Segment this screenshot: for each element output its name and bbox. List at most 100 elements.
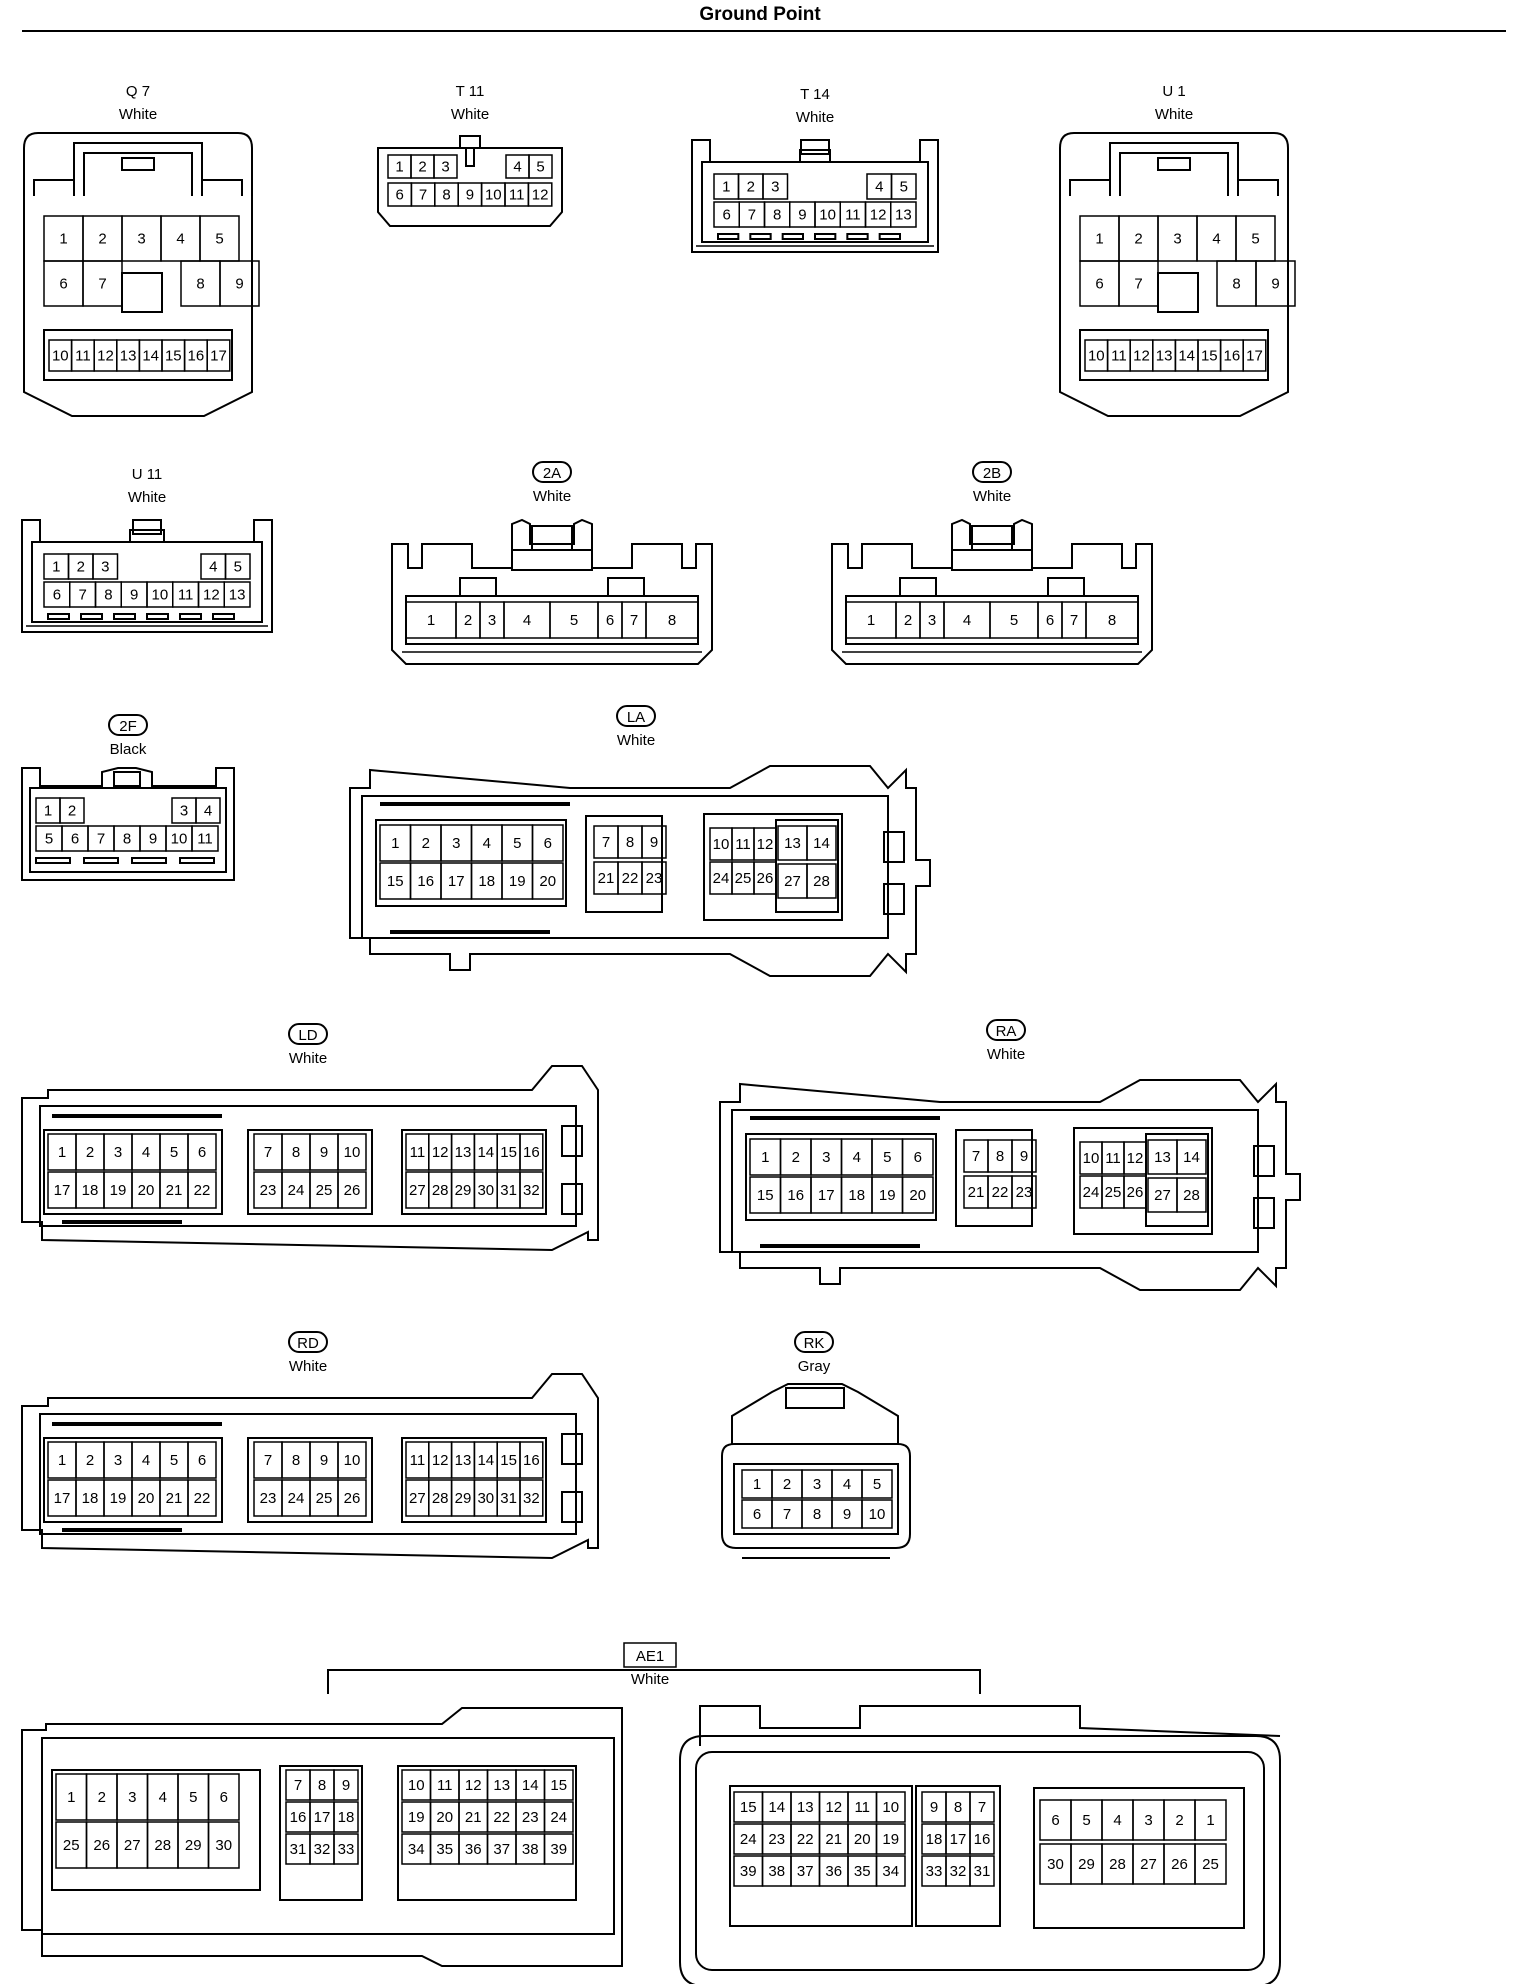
pin-number: 2 bbox=[98, 231, 106, 248]
pin-number: 9 bbox=[320, 1452, 328, 1469]
pin-cell bbox=[527, 182, 553, 207]
pin-cell bbox=[59, 797, 85, 824]
pin-number: 13 bbox=[455, 1144, 472, 1161]
pin-cell bbox=[890, 173, 917, 200]
pin-number: 2 bbox=[77, 559, 85, 576]
pin-number: 8 bbox=[196, 276, 204, 293]
pin-number: 16 bbox=[1224, 348, 1241, 365]
pin-number: 14 bbox=[477, 1452, 494, 1469]
pin-number: 1 bbox=[44, 803, 52, 820]
pin-number: 7 bbox=[748, 207, 756, 224]
pin-number: 30 bbox=[215, 1837, 232, 1854]
pin-cell bbox=[875, 1855, 906, 1887]
connector-color: White bbox=[796, 109, 834, 126]
pin-number: 5 bbox=[1251, 231, 1259, 248]
pin-number: 39 bbox=[550, 1841, 567, 1858]
connector-badge bbox=[986, 1019, 1026, 1041]
pin-number: 7 bbox=[264, 1144, 272, 1161]
pin-number: 23 bbox=[768, 1831, 785, 1848]
pin-number: 17 bbox=[448, 873, 465, 890]
pin-number: 11 bbox=[854, 1799, 870, 1816]
pin-number: 13 bbox=[1156, 348, 1173, 365]
pin-number: 1 bbox=[1206, 1812, 1214, 1829]
pin-number: 25 bbox=[316, 1182, 333, 1199]
pin-number: 8 bbox=[773, 207, 781, 224]
pin-number: 29 bbox=[455, 1182, 472, 1199]
title-rule bbox=[22, 30, 1506, 32]
pin-number: 5 bbox=[170, 1144, 178, 1161]
pin-cell bbox=[206, 339, 231, 372]
pin-number: 27 bbox=[124, 1837, 141, 1854]
pin-number: 14 bbox=[477, 1144, 494, 1161]
pin-cell bbox=[223, 581, 251, 608]
pin-number: 15 bbox=[500, 1452, 517, 1469]
pin-number: 11 bbox=[509, 187, 525, 204]
pin-number: 13 bbox=[493, 1777, 510, 1794]
pin-number: 18 bbox=[82, 1490, 99, 1507]
pin-number: 22 bbox=[622, 870, 639, 887]
connector-badge bbox=[972, 461, 1012, 483]
pin-cell bbox=[543, 1833, 574, 1865]
pin-number: 37 bbox=[797, 1863, 814, 1880]
pin-number: 7 bbox=[978, 1799, 986, 1816]
pin-cell bbox=[1194, 1799, 1227, 1841]
pin-number: 4 bbox=[483, 835, 491, 852]
pin-number: 22 bbox=[194, 1490, 211, 1507]
pin-number: 14 bbox=[142, 348, 159, 365]
pin-number: 5 bbox=[170, 1452, 178, 1469]
pin-number: 2 bbox=[904, 612, 912, 629]
pin-number: 1 bbox=[1095, 231, 1103, 248]
pin-number: 12 bbox=[532, 187, 549, 204]
pin-number: 6 bbox=[59, 276, 67, 293]
pin-number: 12 bbox=[825, 1799, 842, 1816]
pin-number: 16 bbox=[787, 1187, 804, 1204]
pin-number: 6 bbox=[1051, 1812, 1059, 1829]
pin-number: 9 bbox=[466, 187, 474, 204]
pin-number: 34 bbox=[408, 1841, 425, 1858]
pin-number: 30 bbox=[1047, 1856, 1064, 1873]
pin-cell bbox=[1194, 1843, 1227, 1885]
connector-color: White bbox=[617, 732, 655, 749]
pin-number: 2 bbox=[68, 803, 76, 820]
pin-number: 7 bbox=[98, 276, 106, 293]
pin-number: 4 bbox=[159, 1789, 167, 1806]
pin-number: 15 bbox=[387, 873, 404, 890]
ae1-bracket bbox=[327, 1669, 981, 1694]
pin-number: 11 bbox=[410, 1144, 426, 1161]
pin-number: 21 bbox=[825, 1831, 842, 1848]
pin-cell bbox=[875, 1791, 906, 1823]
pin-number: 4 bbox=[523, 612, 531, 629]
pin-number: 22 bbox=[194, 1182, 211, 1199]
pin-cell bbox=[187, 1133, 217, 1171]
pin-number: 11 bbox=[178, 587, 194, 604]
pin-number: 19 bbox=[110, 1490, 127, 1507]
pin-number: 2 bbox=[1134, 231, 1142, 248]
pin-number: 7 bbox=[630, 612, 638, 629]
pin-number: 4 bbox=[176, 231, 184, 248]
pin-number: 28 bbox=[432, 1182, 449, 1199]
pin-number: 1 bbox=[753, 1476, 761, 1493]
pin-number: 24 bbox=[740, 1831, 757, 1848]
pin-number: 19 bbox=[882, 1831, 899, 1848]
pin-cell bbox=[92, 553, 119, 580]
pin-number: 10 bbox=[485, 187, 502, 204]
connector-badge bbox=[616, 705, 656, 727]
pin-number: 19 bbox=[509, 873, 526, 890]
pin-number: 3 bbox=[137, 231, 145, 248]
pin-number: 20 bbox=[854, 1831, 871, 1848]
pin-number: 27 bbox=[409, 1490, 426, 1507]
pin-number: 17 bbox=[950, 1831, 967, 1848]
pin-number: 6 bbox=[1046, 612, 1054, 629]
pin-number: 10 bbox=[882, 1799, 899, 1816]
pin-number: 5 bbox=[570, 612, 578, 629]
pin-number: 5 bbox=[215, 231, 223, 248]
pin-number: 1 bbox=[722, 179, 730, 196]
pin-number: 1 bbox=[67, 1789, 75, 1806]
pin-cell bbox=[187, 1171, 217, 1209]
pin-cell bbox=[433, 154, 458, 179]
pin-number: 31 bbox=[500, 1182, 517, 1199]
pin-number: 23 bbox=[646, 870, 663, 887]
connector-color: White bbox=[289, 1050, 327, 1067]
